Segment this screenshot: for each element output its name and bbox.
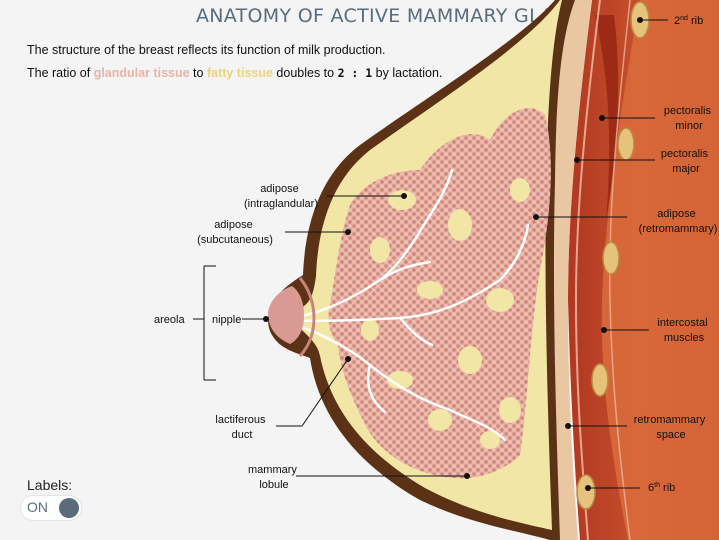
intro-line-1: The structure of the breast reflects its… (27, 43, 386, 57)
dot-rib-6 (585, 485, 591, 491)
intro-text: by lactation. (372, 66, 443, 80)
label-adipose-retromammary: adipose (retromammary) (639, 208, 718, 235)
rib (591, 363, 609, 397)
label-retromammary-space: retromammary space (634, 414, 709, 441)
fatty-tissue-term: fatty tissue (206, 66, 273, 80)
dot-retromammary-space (565, 423, 571, 429)
label-nipple: nipple (212, 314, 241, 326)
rib (602, 241, 620, 275)
label-adipose-intraglandular: adipose (intraglandular) (244, 183, 318, 210)
intro-line-2: The ratio of glandular tissue to fatty t… (27, 66, 442, 80)
leader-lines (193, 19, 668, 489)
dot-nipple (263, 316, 269, 322)
labels-toggle[interactable]: ON (21, 496, 81, 520)
fascia-line (574, 0, 601, 540)
ribs (576, 1, 650, 510)
page-title: ANATOMY OF ACTIVE MAMMARY GLAND (196, 5, 584, 27)
label-areola: areola (154, 314, 185, 326)
toggle-state-text: ON (27, 499, 48, 515)
label-pectoralis-minor: pectoralis minor (664, 105, 714, 132)
glandular-tissue-term: glandular tissue (93, 66, 190, 80)
label-pectoralis-major: pectoralis major (661, 148, 711, 175)
leader-dots (263, 17, 643, 491)
dot-adipose-retromammary (533, 214, 539, 220)
labels-toggle-title: Labels: (27, 477, 73, 493)
dot-adipose-intraglandular (401, 193, 407, 199)
nipple (268, 286, 304, 344)
label-adipose-subcutaneous: adipose (subcutaneous) (197, 219, 273, 246)
intro-text: The ratio of (27, 66, 94, 80)
intro-text: doubles to (272, 66, 338, 80)
rib-6 (576, 474, 596, 510)
lactiferous-ducts (278, 168, 530, 442)
dot-adipose-subcutaneous (345, 229, 351, 235)
ratio-value: 2 : 1 (337, 66, 373, 80)
label-rib-6: 6th rib (648, 482, 675, 494)
label-mammary-lobule: mammary lobule (248, 464, 300, 491)
intraglandular-adipose (361, 178, 530, 449)
dot-pectoralis-major (574, 157, 580, 163)
toggle-knob[interactable] (59, 498, 79, 518)
label-lactiferous-duct: lactiferous duct (215, 414, 268, 441)
pectoralis-minor-muscle (595, 15, 619, 220)
dot-lactiferous-duct (345, 356, 351, 362)
fascia-line (609, 0, 631, 540)
rib (617, 127, 635, 161)
label-rib-2: 2nd rib (674, 15, 703, 27)
label-intercostal-muscles: intercostal muscles (657, 317, 710, 344)
dot-rib-2 (637, 17, 643, 23)
dot-intercostal (601, 327, 607, 333)
areola (298, 277, 316, 358)
dot-pectoralis-minor (599, 115, 605, 121)
intro-text: to (189, 66, 207, 80)
dot-mammary-lobule (464, 473, 470, 479)
